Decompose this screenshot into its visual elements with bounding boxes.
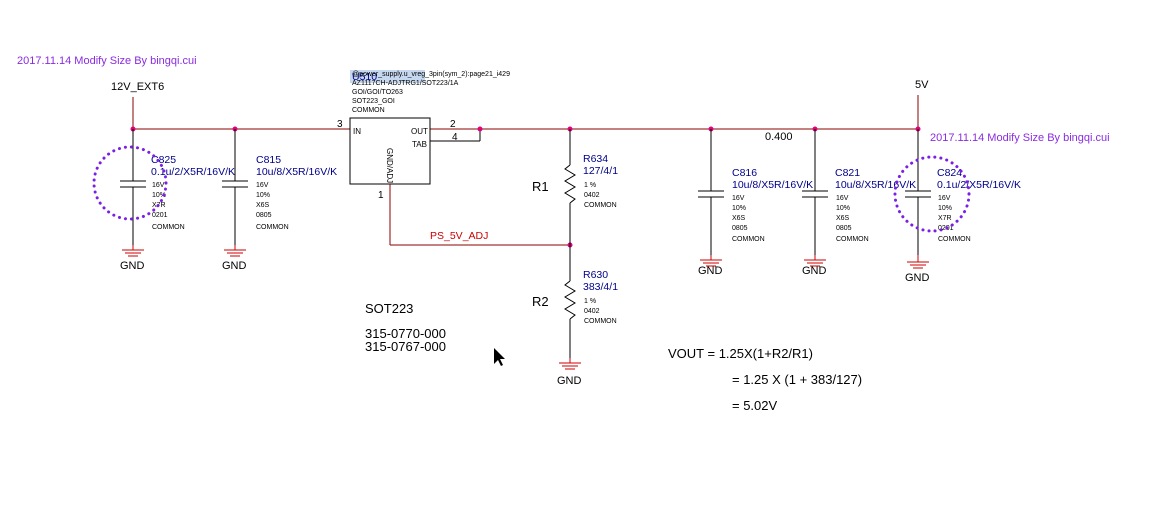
c824-value: 0.1u/2/X5R/16V/K — [937, 179, 1021, 191]
ic-ref-highlight — [350, 70, 425, 83]
regulator-u510: U510 @power_supply.u_vreg_3pin(sym_2):pa… — [337, 70, 510, 201]
package-name: SOT223 — [365, 301, 413, 316]
c816-spec-size: 0805 — [732, 225, 748, 232]
c825-value: 0.1u/2/X5R/16V/K — [151, 166, 235, 178]
c821-spec-dielectric: X6S — [836, 215, 850, 222]
c816-spec-common: COMMON — [732, 236, 765, 243]
c821-spec-size: 0805 — [836, 225, 852, 232]
gnd-c825-label: GND — [120, 260, 145, 272]
c815-spec-tol: 10% — [256, 192, 270, 199]
ic-pin-2: 2 — [450, 119, 456, 130]
c815-value: 10u/8/X5R/16V/K — [256, 166, 337, 178]
formula-line-1: VOUT = 1.25X(1+R2/R1) — [668, 346, 813, 361]
c825-ref: C825 — [151, 154, 176, 166]
modify-note-right: 2017.11.14 Modify Size By bingqi.cui — [930, 132, 1110, 144]
r634-ref: R634 — [583, 153, 608, 165]
c816-spec-dielectric: X6S — [732, 215, 746, 222]
r634-spec-size: 0402 — [584, 192, 600, 199]
c825-spec-voltage: 16V — [152, 182, 165, 189]
gnd-c815-label: GND — [222, 260, 247, 272]
c825-spec-common: COMMON — [152, 224, 185, 231]
part-number-1: 315-0770-000 — [365, 326, 446, 341]
c815-spec-size: 0805 — [256, 212, 272, 219]
c821-spec-voltage: 16V — [836, 195, 849, 202]
ic-pin-3: 3 — [337, 119, 343, 130]
c824-spec-common: COMMON — [938, 236, 971, 243]
net-label-adj: PS_5V_ADJ — [430, 230, 488, 242]
gnd-c824: GND — [905, 255, 930, 284]
capacitor-c825: C825 0.1u/2/X5R/16V/K 16V 10% X7R 0201 C… — [120, 129, 235, 245]
r630-value: 383/4/1 — [583, 281, 618, 293]
ic-pin-out-label: OUT — [411, 127, 428, 136]
c824-spec-voltage: 16V — [938, 195, 951, 202]
c816-value: 10u/8/X5R/16V/K — [732, 179, 813, 191]
c815-spec-common: COMMON — [256, 224, 289, 231]
c824-spec-tol: 10% — [938, 205, 952, 212]
gnd-r630: GND — [557, 358, 582, 387]
resistor-r630: R630 383/4/1 1 % 0402 COMMON R2 — [532, 245, 618, 358]
part-number-2: 315-0767-000 — [365, 339, 446, 354]
ic-footprint: SOT223_GOI — [352, 98, 395, 105]
net-label-5v: 5V — [915, 79, 929, 91]
ic-symbol-path: @power_supply.u_vreg_3pin(sym_2):page21_… — [352, 71, 510, 78]
r630-spec-tol: 1 % — [584, 298, 596, 305]
c816-spec-tol: 10% — [732, 205, 746, 212]
r634-spec-tol: 1 % — [584, 182, 596, 189]
ic-pin-1: 1 — [378, 190, 384, 201]
ic-pin-tab-label: TAB — [412, 140, 427, 149]
c815-spec-dielectric: X6S — [256, 202, 270, 209]
gnd-c821-label: GND — [802, 265, 827, 277]
gnd-c816: GND — [698, 255, 723, 277]
formula-line-2: = 1.25 X (1 + 383/127) — [732, 372, 862, 387]
c824-ref: C824 — [937, 167, 962, 179]
capacitor-c815: C815 10u/8/X5R/16V/K 16V 10% X6S 0805 CO… — [222, 129, 337, 245]
ic-pin-4: 4 — [452, 132, 458, 143]
r630-ref: R630 — [583, 269, 608, 281]
c815-ref: C815 — [256, 154, 281, 166]
ic-alt-package: GOI/GOI/TO263 — [352, 89, 403, 96]
r634-value: 127/4/1 — [583, 165, 618, 177]
c821-spec-common: COMMON — [836, 236, 869, 243]
c825-spec-tol: 10% — [152, 192, 166, 199]
capacitor-c821: C821 10u/8/X5R/16V/K 16V 10% X6S 0805 CO… — [802, 129, 916, 255]
mouse-cursor-icon — [494, 348, 505, 366]
capacitor-c824: C824 0.1u/2/X5R/16V/K 16V 10% X7R 0201 C… — [905, 129, 1021, 255]
ic-common: COMMON — [352, 107, 385, 114]
c816-spec-voltage: 16V — [732, 195, 745, 202]
modify-note-left: 2017.11.14 Modify Size By bingqi.cui — [17, 55, 197, 67]
gnd-c815: GND — [222, 245, 247, 272]
r634-spec-common: COMMON — [584, 202, 617, 209]
c816-ref: C816 — [732, 167, 757, 179]
resistor-r634: R634 127/4/1 1 % 0402 COMMON R1 — [532, 129, 618, 245]
r634-role-label: R1 — [532, 179, 549, 194]
r630-role-label: R2 — [532, 294, 549, 309]
c821-ref: C821 — [835, 167, 860, 179]
ic-part-number: AZ1117CH-ADJTRG1/SOT223/1A — [352, 80, 459, 87]
gnd-c824-label: GND — [905, 272, 930, 284]
c825-spec-size: 0201 — [152, 212, 168, 219]
r630-spec-size: 0402 — [584, 308, 600, 315]
r630-spec-common: COMMON — [584, 318, 617, 325]
c821-value: 10u/8/X5R/16V/K — [835, 179, 916, 191]
ic-pin-adj-label: GND/ADJ — [385, 148, 394, 183]
gnd-c825: GND — [120, 245, 145, 272]
c821-spec-tol: 10% — [836, 205, 850, 212]
r630-zigzag — [564, 280, 576, 320]
gnd-r630-label: GND — [557, 375, 582, 387]
junction-tab — [477, 126, 483, 132]
formula-line-3: = 5.02V — [732, 398, 778, 413]
c824-spec-dielectric: X7R — [938, 215, 952, 222]
c824-highlight-circle — [893, 155, 971, 233]
c815-spec-voltage: 16V — [256, 182, 269, 189]
ic-ref: U510 — [352, 71, 377, 83]
gnd-c816-label: GND — [698, 265, 723, 277]
gnd-c821: GND — [802, 255, 827, 277]
r634-zigzag — [564, 164, 576, 204]
capacitor-c816: C816 10u/8/X5R/16V/K 16V 10% X6S 0805 CO… — [698, 129, 813, 255]
trace-width-label: 0.400 — [765, 131, 793, 143]
c825-highlight-circle — [92, 145, 168, 221]
ic-pin-in-label: IN — [353, 127, 361, 136]
net-label-12v: 12V_EXT6 — [111, 81, 164, 93]
